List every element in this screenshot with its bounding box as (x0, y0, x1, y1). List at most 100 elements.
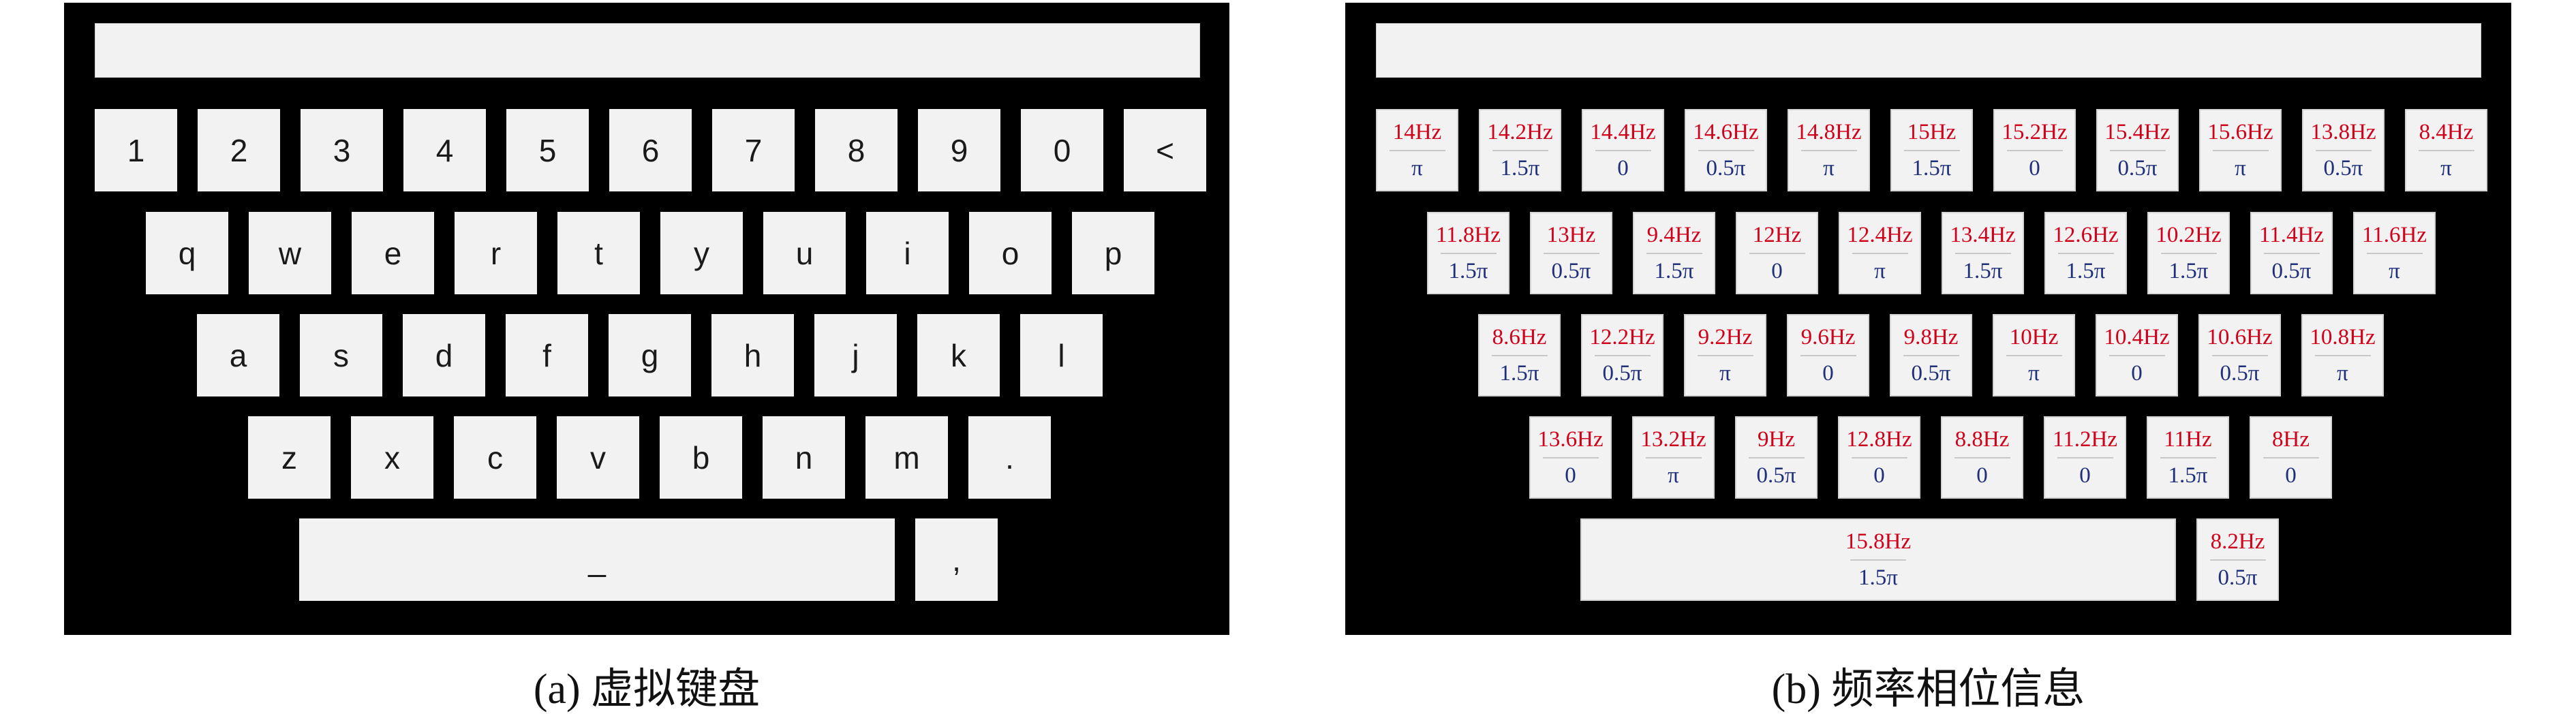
key-m[interactable]: m (865, 416, 948, 499)
key-8[interactable]: 8 (815, 109, 898, 191)
key-n[interactable]: n (763, 416, 845, 499)
freq-key-r1-c6[interactable]: 15Hz 1.5π (1890, 109, 1973, 191)
key-9[interactable]: 9 (918, 109, 1000, 191)
frequency-label: 11.2Hz (2052, 427, 2117, 452)
key-a[interactable]: a (197, 314, 279, 396)
phase-label: π (1719, 361, 1731, 386)
key-l[interactable]: l (1020, 314, 1103, 396)
phase-label: 0 (2285, 463, 2297, 488)
phase-label: π (1874, 259, 1886, 283)
key-comma[interactable]: , (915, 518, 998, 601)
phase-label: 0.5π (1756, 463, 1796, 488)
frequency-label: 10.8Hz (2310, 325, 2376, 349)
freq-key-r4-c6[interactable]: 11.2Hz 0 (2044, 416, 2126, 499)
key-y[interactable]: y (660, 212, 743, 294)
key-h[interactable]: h (711, 314, 794, 396)
key-3[interactable]: 3 (301, 109, 383, 191)
key-d[interactable]: d (403, 314, 485, 396)
key-4[interactable]: 4 (403, 109, 486, 191)
key-p[interactable]: p (1072, 212, 1154, 294)
phase-label: 0 (1565, 463, 1576, 488)
key-0[interactable]: 0 (1021, 109, 1103, 191)
phase-label: 0 (2131, 361, 2143, 386)
key-k[interactable]: k (917, 314, 1000, 396)
key-5[interactable]: 5 (506, 109, 589, 191)
key-f[interactable]: f (506, 314, 588, 396)
key-o[interactable]: o (969, 212, 1052, 294)
frequency-label: 14Hz (1392, 120, 1442, 144)
key-b[interactable]: b (660, 416, 742, 499)
phase-label: 1.5π (1500, 156, 1540, 181)
phase-label: 1.5π (1912, 156, 1952, 181)
key-g[interactable]: g (609, 314, 691, 396)
key-7[interactable]: 7 (712, 109, 795, 191)
key-t[interactable]: t (557, 212, 640, 294)
text-display-field[interactable] (95, 23, 1200, 78)
frequency-label: 8.4Hz (2419, 120, 2474, 144)
frequency-label: 10Hz (2009, 325, 2059, 349)
key-e[interactable]: e (352, 212, 434, 294)
key-x[interactable]: x (351, 416, 433, 499)
key-j[interactable]: j (814, 314, 897, 396)
phase-label: 0 (2079, 463, 2091, 488)
phase-label: 1.5π (1858, 565, 1898, 590)
fraction-divider (2160, 253, 2217, 254)
key-space[interactable]: _ (299, 518, 895, 601)
key-u[interactable]: u (763, 212, 846, 294)
key-q[interactable]: q (146, 212, 228, 294)
key-v[interactable]: v (557, 416, 639, 499)
key-period[interactable]: . (968, 416, 1051, 499)
key-1[interactable]: 1 (95, 109, 177, 191)
key-s[interactable]: s (300, 314, 382, 396)
key-6[interactable]: 6 (609, 109, 692, 191)
fraction-divider (1852, 253, 1908, 254)
key-i[interactable]: i (866, 212, 949, 294)
key-c[interactable]: c (454, 416, 536, 499)
key-backspace[interactable]: < (1124, 109, 1206, 191)
key-r[interactable]: r (455, 212, 537, 294)
key-z[interactable]: z (248, 416, 331, 499)
key-w[interactable]: w (249, 212, 331, 294)
key-2[interactable]: 2 (198, 109, 280, 191)
frequency-label: 15Hz (1907, 120, 1957, 144)
